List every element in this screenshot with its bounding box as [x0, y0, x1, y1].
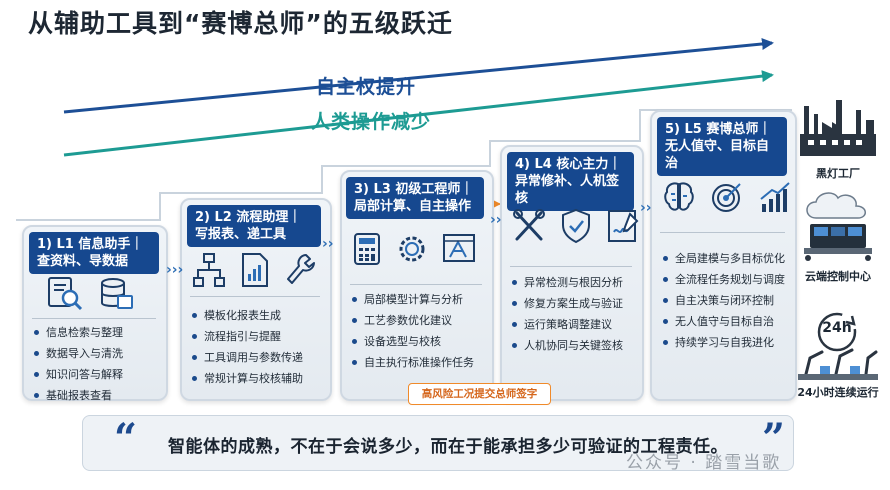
stage-2-icons	[192, 252, 316, 288]
calculator-icon	[354, 233, 380, 265]
shield-check-icon	[562, 208, 590, 244]
stage-3-title-line: 3) L3 初级工程师｜ 局部计算、自主操作	[354, 182, 474, 214]
stage-3-icons	[352, 232, 476, 266]
human-ops-arrow	[63, 70, 774, 157]
flowchart-icon	[193, 253, 225, 287]
stage-5-icons	[662, 180, 792, 214]
list-item: 持续学习与自我进化	[663, 332, 785, 353]
report-chart-icon	[242, 253, 268, 287]
stage-4-icons	[512, 208, 640, 244]
list-item: 无人值守与目标自治	[663, 311, 785, 332]
factory-icon	[800, 100, 876, 156]
list-item: 知识问答与解释	[34, 364, 123, 385]
stage-5-title-line: 5) L5 赛博总师｜ 无人值守、目标自治	[665, 122, 772, 171]
list-item: 异常检测与根因分析	[512, 272, 623, 293]
staircase-outline	[16, 109, 792, 221]
list-item: 自主执行标准操作任务	[352, 352, 474, 373]
list-item: 常规计算与校核辅助	[192, 368, 303, 389]
quote-box	[82, 415, 794, 471]
list-item: 局部模型计算与分析	[352, 289, 474, 310]
clock-24h-label: 24h	[822, 320, 852, 336]
sign-document-icon	[608, 210, 639, 242]
blueprint-icon	[443, 234, 475, 262]
chevron-right-icon: ››	[490, 212, 502, 228]
list-item: 模板化报表生成	[192, 305, 303, 326]
list-item: 运行策略调整建议	[512, 314, 623, 335]
list-item: 工艺参数优化建议	[352, 310, 474, 331]
stage-2-divider	[190, 296, 320, 297]
list-item: 数据导入与清洗	[34, 343, 123, 364]
stage-4-title-line: 4) L4 核心主力｜ 异常修补、人机签核	[515, 157, 622, 206]
tools-cross-icon	[513, 209, 545, 241]
page-title: 从辅助工具到“赛博总师”的五级跃迁	[28, 9, 453, 38]
stage-1-list: 信息检索与整理 数据导入与清洗 知识问答与解释 基础报表查看	[34, 322, 123, 406]
stage-3-divider	[350, 284, 482, 285]
stage-4-list: 异常检测与根因分析 修复方案生成与验证 运行策略调整建议 人机协同与关键签核	[512, 272, 623, 356]
document-search-icon	[48, 277, 83, 311]
cloud-control-label: 云端控制中心	[805, 270, 871, 283]
chevron-right-icon: ›››	[166, 262, 184, 278]
stage-5-divider	[660, 232, 785, 233]
autonomy-arrow	[63, 37, 774, 114]
list-item: 信息检索与整理	[34, 322, 123, 343]
quote-text: 智能体的成熟，不在于会说多少，而在于能承担多少可验证的工程责任。	[168, 437, 728, 457]
list-item: 工具调用与参数传递	[192, 347, 303, 368]
list-item: 人机协同与关键签核	[512, 335, 623, 356]
stage-5-list: 全局建模与多目标优化 全流程任务规划与调度 自主决策与闭环控制 无人值守与目标自…	[663, 248, 785, 353]
list-item: 流程指引与提醒	[192, 326, 303, 347]
clock-24h-icon	[817, 312, 857, 352]
list-item: 全流程任务规划与调度	[663, 269, 785, 290]
chevron-right-icon: ››	[322, 236, 334, 252]
list-item: 全局建模与多目标优化	[663, 248, 785, 269]
open-quote-icon: “	[114, 415, 138, 462]
stage-4-divider	[510, 266, 632, 267]
target-icon	[712, 183, 741, 212]
cloud-control-icon	[804, 192, 872, 261]
factory-label: 黑灯工厂	[816, 167, 860, 180]
high-risk-warning-label: 高风险工况提交总师签字	[408, 383, 551, 405]
stage-4-title: 4) L4 核心主力｜ 异常修补、人机签核	[507, 152, 634, 211]
stage-5-title: 5) L5 赛博总师｜ 无人值守、目标自治	[657, 117, 787, 176]
list-item: 修复方案生成与验证	[512, 293, 623, 314]
list-item: 设备选型与校核	[352, 331, 474, 352]
brain-icon	[664, 182, 694, 211]
list-item: 基础报表查看	[34, 385, 123, 406]
stage-2-title-line: 2) L2 流程助理｜ 写报表、递工具	[195, 210, 302, 242]
robot-arms-icon	[798, 348, 878, 380]
stage-1-divider	[32, 318, 156, 319]
stage-1-title-line: 1) L1 信息助手｜ 查资料、导数据	[37, 237, 144, 269]
chevron-right-icon: ››	[640, 200, 652, 216]
stage-3-list: 局部模型计算与分析 工艺参数优化建议 设备选型与校核 自主执行标准操作任务	[352, 289, 474, 373]
stage-1-title: 1) L1 信息助手｜ 查资料、导数据	[29, 232, 159, 274]
stage-2-title: 2) L2 流程助理｜ 写报表、递工具	[187, 205, 321, 247]
robots-label: 24小时连续运行	[797, 386, 879, 399]
growth-chart-icon	[760, 182, 790, 212]
stage-1-icons	[46, 276, 134, 312]
stage-3-title: 3) L3 初级工程师｜ 局部计算、自主操作	[346, 177, 484, 219]
watermark: 公众号 · 踏雪当歌	[626, 453, 782, 473]
wrench-icon	[287, 254, 315, 284]
autonomy-arrow-label: 自主权提升	[316, 76, 417, 98]
close-quote-icon: ”	[762, 415, 786, 462]
stage-2-list: 模板化报表生成 流程指引与提醒 工具调用与参数传递 常规计算与校核辅助	[192, 305, 303, 389]
database-icon	[101, 278, 133, 309]
list-item: 自主决策与闭环控制	[663, 290, 785, 311]
human-ops-arrow-label: 人类操作减少	[311, 111, 432, 133]
gear-icon	[399, 236, 425, 262]
